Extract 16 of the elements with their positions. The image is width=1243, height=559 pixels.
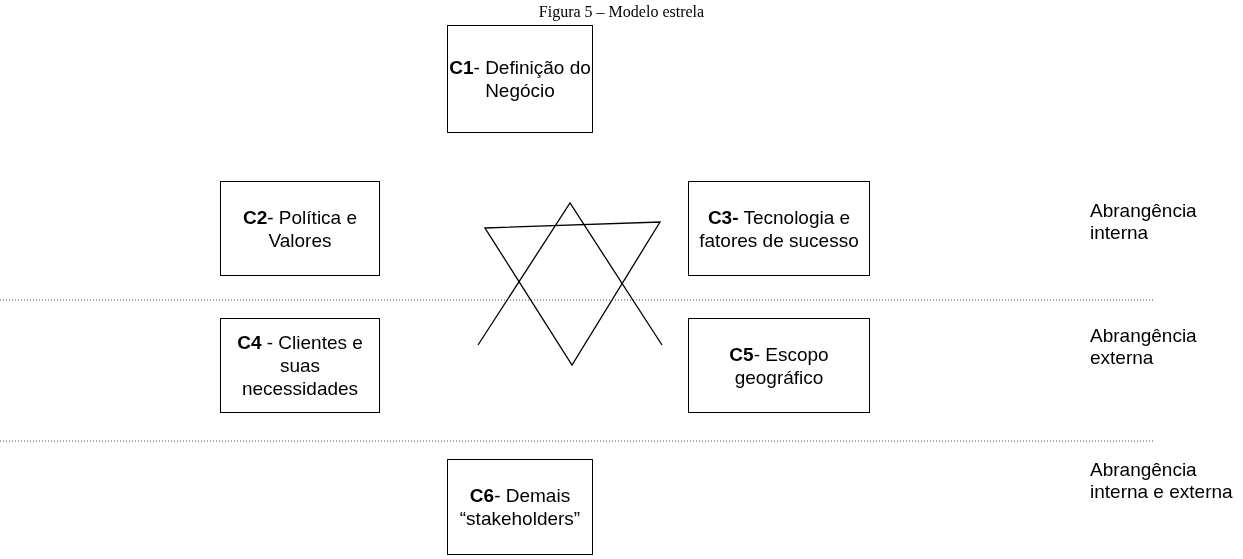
- text-box: [447, 25, 593, 133]
- box-label: C4 - Clientes e suas necessidades: [236, 331, 364, 400]
- box-label: C3- Tecnologia e fatores de sucesso: [698, 205, 860, 252]
- text-box: [220, 318, 380, 413]
- scope-label: Abrangência externa: [1090, 325, 1198, 369]
- scope-label: Abrangência interna e externa: [1090, 459, 1234, 503]
- text-box: [220, 181, 380, 276]
- box-label: C6- Demais “stakeholders”: [458, 484, 582, 530]
- box-label: C2- Política e Valores: [241, 205, 359, 252]
- scope-label: Abrangência interna: [1090, 200, 1198, 244]
- text-box: [688, 181, 870, 276]
- box-label: C5- Escopo geográfico: [728, 342, 830, 389]
- figure-title: Figura 5 – Modelo estrela: [537, 3, 706, 21]
- text-box: [688, 318, 870, 413]
- box-label: C1- Definição do Negócio: [448, 56, 592, 102]
- text-box: [447, 459, 593, 555]
